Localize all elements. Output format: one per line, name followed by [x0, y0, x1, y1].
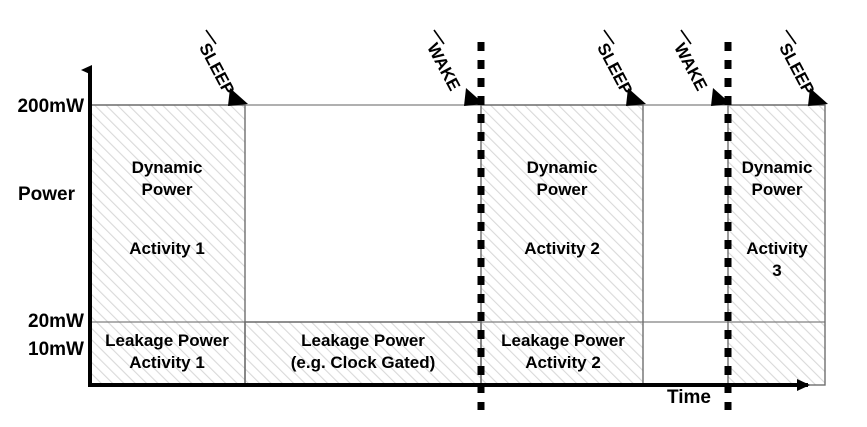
- sleep-leader-2: [603, 29, 615, 45]
- wake-leader-2: [680, 29, 692, 45]
- sleep-leader-3: [785, 29, 797, 45]
- event-markers: [205, 29, 828, 106]
- region-activity-2: [481, 105, 643, 385]
- wake-arrowhead-2: [711, 88, 731, 106]
- clock-gated-leakage-line2: (e.g. Clock Gated): [290, 353, 436, 372]
- wake-leader-1: [433, 29, 445, 45]
- activity-2-dynamic-line3: Activity 2: [524, 239, 600, 258]
- activity-3-dynamic-line4: 3: [772, 261, 782, 280]
- axes: [81, 65, 810, 391]
- x-axis-label: Time: [667, 387, 712, 408]
- wake-arrowhead-1: [464, 88, 484, 106]
- sleep-arrowhead-2: [626, 88, 646, 106]
- clock-gated-leakage-line1: Leakage Power: [301, 331, 425, 350]
- activity-2-dynamic-line2: Power: [536, 180, 588, 199]
- activity-2-dynamic-line1: Dynamic: [526, 158, 598, 177]
- activity-2-leakage-line2: Activity 2: [525, 353, 601, 372]
- activity-1-leakage-line1: Leakage Power: [105, 331, 229, 350]
- sleep-arrowhead-1: [228, 88, 248, 106]
- sleep-leader-1: [205, 29, 217, 45]
- activity-3-dynamic-line3: Activity: [746, 239, 808, 258]
- region-clock-gated: [245, 322, 481, 385]
- y-tick-label-10mw: 10mW: [28, 339, 84, 360]
- activity-3-dynamic-line2: Power: [751, 180, 803, 199]
- activity-1-leakage-line2: Activity 1: [129, 353, 205, 372]
- region-activity-3: [728, 105, 825, 385]
- activity-1-dynamic-line3: Activity 1: [129, 239, 205, 258]
- region-activity-1: [90, 105, 245, 385]
- sleep-arrowhead-3: [808, 88, 828, 106]
- y-tick-label-200mw: 200mW: [17, 96, 84, 117]
- activity-2-leakage-line1: Leakage Power: [501, 331, 625, 350]
- y-axis-label: Power: [18, 184, 76, 205]
- hatched-regions: [90, 105, 825, 385]
- activity-3-dynamic-line1: Dynamic: [741, 158, 813, 177]
- activity-1-dynamic-line1: Dynamic: [131, 158, 203, 177]
- activity-1-dynamic-line2: Power: [141, 180, 193, 199]
- y-tick-label-20mw: 20mW: [28, 311, 84, 332]
